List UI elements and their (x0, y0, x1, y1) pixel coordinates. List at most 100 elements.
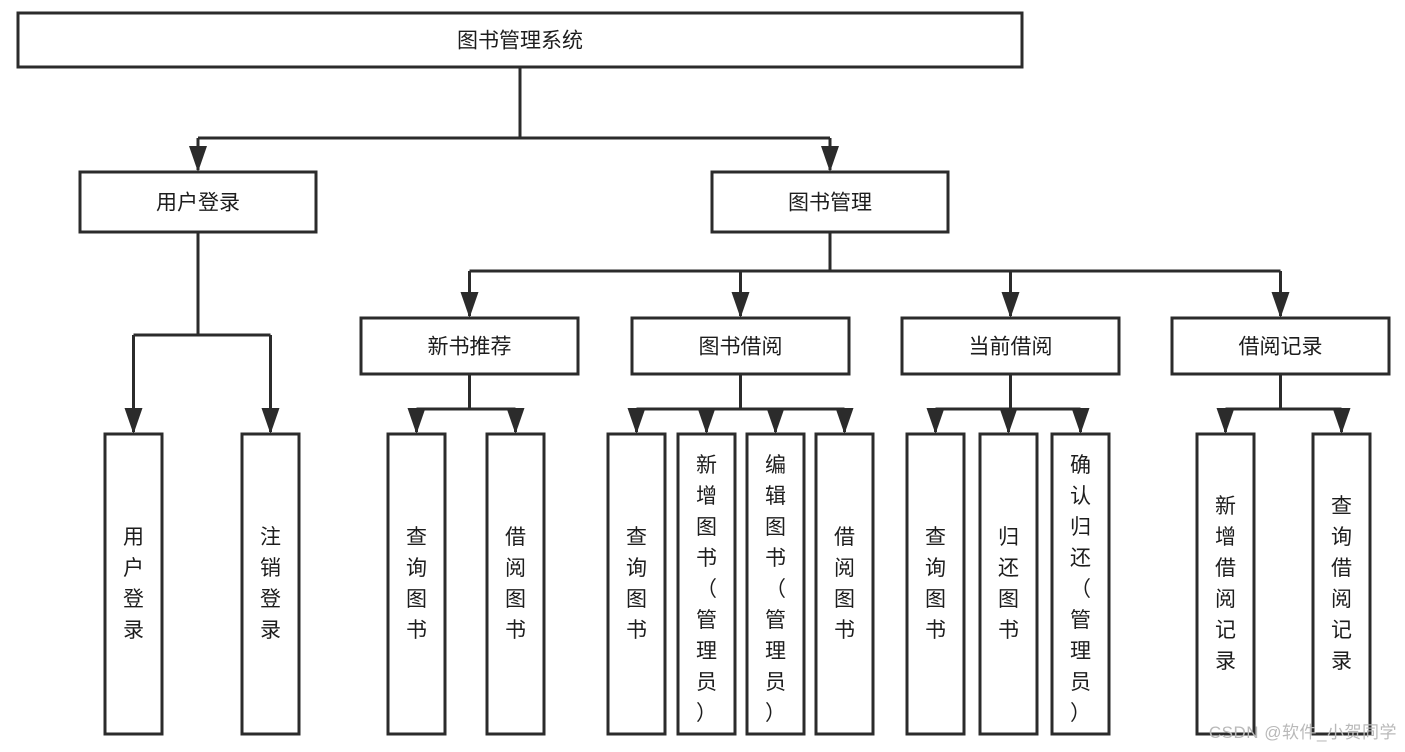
svg-text:阅: 阅 (505, 557, 526, 580)
svg-text:书: 书 (834, 619, 855, 642)
node-leaf-edit-book-box (745, 432, 806, 736)
svg-text:图: 图 (406, 588, 427, 611)
arrow-down-icon (926, 408, 945, 434)
svg-text:图: 图 (834, 588, 855, 611)
arrow-down-icon (124, 408, 143, 434)
svg-text:）: ） (765, 702, 786, 725)
svg-text:用: 用 (123, 526, 144, 549)
svg-text:借: 借 (505, 526, 526, 549)
node-user-login-box (78, 170, 318, 234)
svg-text:图: 图 (998, 588, 1019, 611)
svg-text:图: 图 (696, 516, 717, 539)
node-book-management-box (710, 170, 950, 234)
svg-text:户: 户 (123, 557, 144, 580)
svg-text:图: 图 (505, 588, 526, 611)
svg-text:还: 还 (998, 557, 1019, 580)
node-leaf-confirm-return-box (1050, 432, 1111, 736)
node-leaf-borrow-book-box (814, 432, 875, 736)
svg-text:员: 员 (765, 671, 786, 694)
svg-text:新: 新 (696, 454, 717, 477)
svg-text:录: 录 (260, 619, 281, 642)
svg-text:记: 记 (1331, 619, 1352, 642)
arrow-down-icon (1271, 292, 1290, 318)
svg-text:书: 书 (505, 619, 526, 642)
svg-text:借: 借 (1215, 557, 1236, 580)
node-book-management: 图书管理 (710, 170, 950, 234)
node-book-borrow-label: 图书借阅 (699, 336, 783, 359)
svg-text:（: （ (696, 578, 717, 601)
svg-text:注: 注 (260, 526, 281, 549)
node-new-book-recommend: 新书推荐 (359, 316, 580, 376)
arrow-down-icon (261, 408, 280, 434)
node-root-box (16, 11, 1024, 69)
arrow-down-icon (835, 408, 854, 434)
arrow-down-icon (506, 408, 525, 434)
svg-text:增: 增 (696, 485, 717, 508)
svg-text:归: 归 (998, 526, 1019, 549)
arrow-down-icon (460, 292, 479, 318)
svg-text:归: 归 (1070, 516, 1091, 539)
svg-text:书: 书 (626, 619, 647, 642)
arrow-down-icon (821, 146, 839, 172)
svg-text:还: 还 (1070, 547, 1091, 570)
node-leaf-user-login: 用户登录 (103, 432, 164, 736)
svg-text:查: 查 (925, 526, 946, 549)
node-borrow-record-label: 借阅记录 (1239, 336, 1323, 359)
svg-text:书: 书 (765, 547, 786, 570)
node-leaf-query-borrow-record-box (1311, 432, 1372, 736)
node-leaf-borrow-book-recommend-box (485, 432, 546, 736)
node-leaf-logout-box (240, 432, 301, 736)
node-leaf-query-book-current-box (905, 432, 966, 736)
svg-text:新: 新 (1215, 495, 1236, 518)
svg-text:员: 员 (696, 671, 717, 694)
svg-text:（: （ (1070, 578, 1091, 601)
arrow-down-icon (407, 408, 426, 434)
svg-text:图: 图 (626, 588, 647, 611)
svg-text:登: 登 (123, 588, 144, 611)
svg-text:登: 登 (260, 588, 281, 611)
svg-text:理: 理 (1070, 640, 1091, 663)
svg-text:询: 询 (626, 557, 647, 580)
arrow-down-icon (1332, 408, 1351, 434)
node-current-borrow-label: 当前借阅 (969, 336, 1053, 359)
node-root-label: 图书管理系统 (457, 30, 583, 53)
svg-text:阅: 阅 (1215, 588, 1236, 611)
svg-text:销: 销 (260, 557, 281, 580)
svg-text:增: 增 (1215, 526, 1236, 549)
node-leaf-return-book-box (978, 432, 1039, 736)
svg-text:书: 书 (696, 547, 717, 570)
arrow-down-icon (1071, 408, 1090, 434)
svg-text:查: 查 (626, 526, 647, 549)
svg-text:借: 借 (1331, 557, 1352, 580)
arrow-down-icon (1216, 408, 1235, 434)
node-book-borrow-box (630, 316, 851, 376)
svg-text:认: 认 (1070, 485, 1091, 508)
node-book-borrow: 图书借阅 (630, 316, 851, 376)
node-leaf-user-login-box (103, 432, 164, 736)
svg-text:辑: 辑 (765, 485, 786, 508)
svg-text:编: 编 (765, 454, 786, 477)
svg-text:阅: 阅 (1331, 588, 1352, 611)
svg-text:图: 图 (925, 588, 946, 611)
node-borrow-record-box (1170, 316, 1391, 376)
arrow-down-icon (697, 408, 716, 434)
svg-text:借: 借 (834, 526, 855, 549)
svg-text:查: 查 (406, 526, 427, 549)
